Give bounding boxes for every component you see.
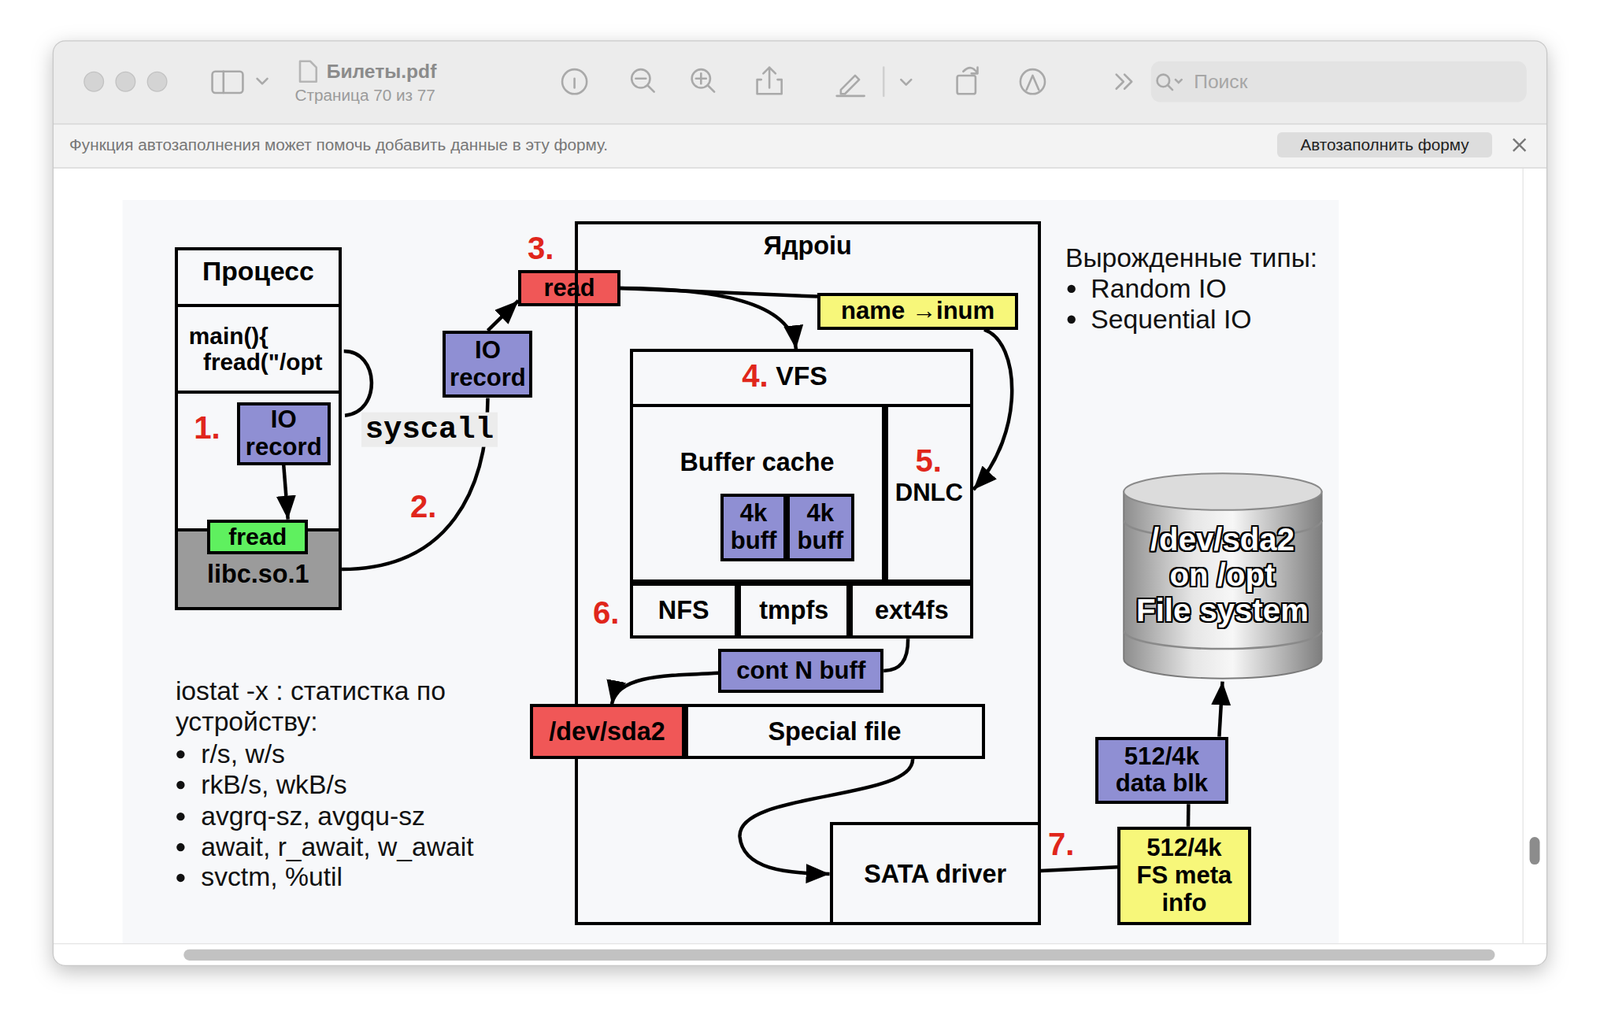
connector: [620, 288, 797, 349]
buffer-box: 4k buff: [786, 493, 855, 562]
data-block-box: 512/4k data blk: [1095, 737, 1230, 805]
kernel-box: Ядроiu name →inumVFS Buffer cache 4k buff 4k…: [574, 221, 1041, 926]
node-text: 512/4k FS meta info: [1136, 834, 1232, 917]
note-heading: Вырожденные типы:: [1065, 242, 1318, 274]
connector: [487, 300, 519, 331]
node-text: Special file: [767, 717, 901, 746]
bullet-item: await, r_await, w_await: [200, 831, 474, 863]
io-record: IO record: [442, 330, 533, 399]
node-text: fread: [228, 523, 287, 551]
syscall-label: syscall: [361, 411, 498, 448]
node-text: Ядроiu: [763, 231, 852, 260]
node-text: Buffer cache: [679, 448, 834, 477]
buffer-box: cont N buff: [718, 648, 884, 693]
connector: [1186, 803, 1191, 827]
connector: [1218, 681, 1223, 738]
device-box: /dev/sda2: [529, 703, 686, 760]
autofill-notice: Функция автозаполнения может помочь доба…: [69, 135, 608, 155]
node-text: name →inum: [840, 297, 995, 326]
fs-box: tmpfs: [737, 582, 851, 639]
node-text: Поиск: [1193, 70, 1248, 93]
connector: [883, 638, 908, 671]
function-tag: fread: [207, 519, 308, 555]
search-field: Поиск: [1151, 61, 1527, 103]
node-text: main(){ fread("/opt: [188, 322, 323, 376]
page-indicator: Страница 70 из 77: [295, 85, 436, 105]
buffer-box: 4k buff: [720, 493, 787, 562]
autofill-button: Автозаполнить форму: [1277, 132, 1492, 157]
node-text: DNLC: [895, 478, 963, 507]
callout-number: 4.: [741, 358, 769, 395]
callout-number: 3.: [527, 230, 555, 267]
node-text: SATA driver: [863, 859, 1007, 889]
callout-number: 7.: [1048, 826, 1075, 863]
special-file-box: Special file: [685, 703, 986, 760]
driver-box: SATA driver: [829, 822, 1041, 926]
connector: [1040, 866, 1118, 871]
node-text: VFS: [775, 361, 828, 392]
dnlc-box: DNLC: [885, 403, 975, 583]
node-text: /dev/sda2: [548, 717, 666, 746]
connector: [620, 288, 818, 297]
io-record: IO record: [237, 402, 331, 466]
disk-cylinder: /dev/sda2 on /opt File system: [1119, 469, 1326, 682]
node-text: cont N buff: [736, 657, 866, 686]
connector: [973, 329, 1012, 490]
cache-box: Buffer cache 4k buff 4k buff: [629, 403, 886, 583]
vfs-box: VFS Buffer cache 4k buff 4k buff DNLC NFS tmpf…: [629, 348, 975, 639]
library-box: libc.so.1fread: [174, 528, 343, 611]
node-text: NFS: [658, 596, 710, 625]
node-text: 4k buff: [730, 500, 778, 556]
node-text: 4k buff: [797, 500, 845, 556]
bullet-item: svctm, %util: [200, 862, 343, 893]
callout-number: 2.: [410, 488, 438, 526]
node-text: Процесс: [202, 256, 315, 287]
node-text: IO record: [449, 337, 526, 393]
code-section: main(){ fread("/opt: [174, 303, 343, 394]
fs-box: NFS: [629, 582, 738, 639]
connector: [739, 759, 913, 875]
bullet-item: r/s, w/s: [200, 738, 286, 770]
lookup-box: name →inum: [817, 292, 1019, 330]
callout-number: 1.: [193, 410, 221, 447]
bullet-item: Random IO: [1090, 273, 1226, 304]
fs-box: ext4fs: [849, 582, 974, 639]
node-text: IO record: [245, 406, 323, 462]
node-text: read: [544, 274, 596, 302]
node-text: tmpfs: [759, 596, 829, 625]
callout-number: 6.: [592, 595, 620, 632]
callout-number: 5.: [914, 443, 942, 480]
bullet-item: Sequential IO: [1090, 303, 1252, 335]
connector: [283, 465, 288, 520]
node-text: Автозаполнить форму: [1300, 135, 1469, 154]
node-text: 512/4k data blk: [1115, 743, 1209, 799]
connector: [611, 673, 719, 704]
meta-block-box: 512/4k FS meta info: [1117, 826, 1252, 926]
bullet-item: rkB/s, wkB/s: [200, 769, 347, 800]
node-text: libc.so.1: [207, 559, 310, 589]
window-title: Билеты.pdf: [326, 60, 438, 83]
note-heading: iostat -x : статистка по устройству:: [175, 676, 446, 738]
node-text: ext4fs: [874, 596, 949, 625]
bullet-item: avgrq-sz, avgqu-sz: [200, 800, 426, 832]
syscall-box: read: [518, 270, 621, 306]
node-text: /dev/sda2 on /opt File system: [1136, 522, 1309, 629]
